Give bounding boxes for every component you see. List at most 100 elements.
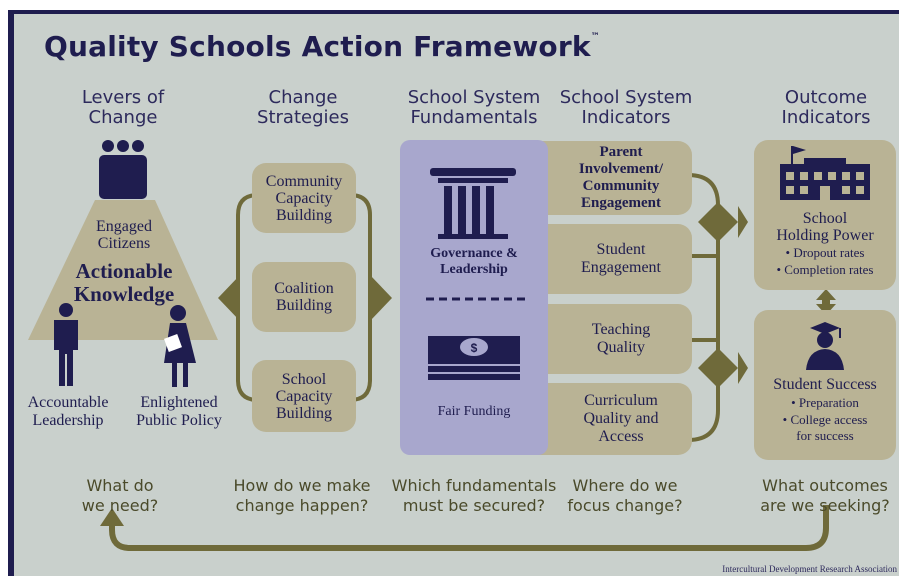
heading-outcomes-line2: Indicators (781, 107, 871, 128)
arrow-tip-lower (738, 352, 748, 384)
indicator-teaching-quality: Teaching Quality (520, 304, 692, 374)
enlightened-line2: Public Policy (136, 412, 222, 429)
strategy-school-capacity: School Capacity Building (252, 360, 356, 432)
question-strategies-line1: How do we make (233, 476, 371, 495)
indicator-parent-involvement: Parent Involvement/ Community Engagement (520, 141, 692, 215)
indicator-1-line2: Involvement/ (578, 161, 664, 177)
enlightened-line1: Enlightened (140, 394, 218, 411)
heading-fundamentals-line1: School System (407, 87, 541, 108)
strategy-3-line2: Capacity (275, 387, 333, 405)
question-levers-line2: we need? (81, 496, 159, 515)
question-levers: What do we need? (60, 476, 180, 516)
levers-trapezoid (28, 200, 218, 340)
governance-line2: Leadership (440, 262, 508, 277)
question-strategies-line2: change happen? (235, 496, 369, 515)
heading-levers-line2: Change (88, 107, 158, 128)
governance-label: Governance & Leadership (400, 246, 548, 278)
heading-indicators-line2: Indicators (581, 107, 671, 128)
indicator-3-line1: Teaching (591, 321, 651, 338)
accountable-leadership-label: Accountable Leadership (18, 394, 118, 430)
indicator-student-engagement: Student Engagement (520, 224, 692, 294)
question-levers-line1: What do (86, 476, 154, 495)
diagram-title: Quality Schools Action Framework™ (44, 30, 600, 63)
heading-strategies-line2: Strategies (257, 107, 349, 128)
strategy-1-line1: Community (265, 172, 343, 190)
fundamentals-icons: $ (426, 168, 526, 380)
title-text: Quality Schools Action Framework (44, 30, 591, 63)
heading-fundamentals: School System Fundamentals (400, 88, 548, 128)
outcome-link-arrow (816, 289, 836, 315)
indicator-1-line4: Engagement (580, 195, 661, 211)
indicator-4-line1: Curriculum (584, 392, 658, 409)
holding-bullet2: • Completion rates (776, 262, 874, 277)
trademark-mark: ™ (590, 32, 600, 42)
holding-line1: School (802, 210, 848, 227)
right-arrow-head (370, 275, 392, 321)
student-success-text: Student Success • Preparation • College … (754, 376, 896, 443)
question-indicators-line1: Where do we (572, 476, 678, 495)
strategy-community-capacity: Community Capacity Building (252, 163, 356, 233)
question-outcomes-line2: are we seeking? (760, 496, 890, 515)
accountable-leader-icon (54, 303, 78, 386)
governance-line1: Governance & (430, 246, 518, 261)
question-fundamentals-line1: Which fundamentals (391, 476, 557, 495)
accountable-line2: Leadership (32, 412, 104, 429)
question-indicators: Where do we focus change? (560, 476, 690, 516)
left-arrow-head (218, 275, 240, 321)
holding-bullet1: • Dropout rates (785, 245, 865, 260)
feedback-arrow-head (100, 508, 124, 526)
strategy-2-line1: Coalition (274, 280, 334, 297)
engaged-line1: Engaged (96, 218, 152, 235)
indicator-2-line2: Engagement (581, 259, 661, 276)
strategy-1-line3: Building (275, 206, 332, 224)
double-arrow-lower (698, 348, 738, 388)
success-title: Student Success (773, 376, 877, 393)
strategy-3-line1: School (281, 370, 327, 388)
heading-fundamentals-line2: Fundamentals (410, 107, 538, 128)
heading-outcomes-line1: Outcome (784, 87, 868, 108)
fair-funding-label: Fair Funding (437, 404, 511, 419)
indicator-curriculum: Curriculum Quality and Access (520, 383, 692, 455)
accountable-line1: Accountable (27, 394, 109, 411)
strategy-1-line2: Capacity (275, 189, 333, 207)
indicator-1-line3: Community (582, 178, 660, 194)
question-indicators-line2: focus change? (567, 496, 683, 515)
success-bullet3: for success (796, 428, 854, 443)
indicator-4-line2: Quality and (583, 410, 659, 427)
holding-line2: Holding Power (776, 227, 874, 244)
svg-text:$: $ (471, 341, 478, 355)
strategy-3-line3: Building (275, 404, 332, 422)
arrow-tip-upper (738, 206, 748, 238)
question-outcomes: What outcomes are we seeking? (752, 476, 898, 516)
holding-power-text: School Holding Power • Dropout rates • C… (754, 210, 896, 278)
heading-levers-line1: Levers of (81, 87, 165, 108)
strategy-coalition: Coalition Building (252, 262, 356, 332)
engaged-citizens-label: Engaged Citizens (82, 218, 166, 252)
indicator-3-line2: Quality (597, 339, 645, 356)
question-fundamentals: Which fundamentals must be secured? (386, 476, 562, 516)
actionable-line1: Actionable (75, 259, 173, 283)
heading-indicators: School System Indicators (556, 88, 696, 128)
organization-credit: Intercultural Development Research Assoc… (722, 564, 897, 574)
indicator-2-line1: Student (596, 241, 646, 258)
indicator-4-line3: Access (598, 428, 644, 445)
indicators-bracket (687, 173, 720, 442)
indicator-1-line1: Parent (599, 144, 643, 160)
question-fundamentals-line2: must be secured? (402, 496, 546, 515)
column-building-icon (430, 168, 516, 239)
policy-maker-icon (164, 305, 196, 387)
double-arrow-upper (698, 202, 738, 242)
heading-outcomes: Outcome Indicators (756, 88, 896, 128)
success-bullet2: • College access (782, 412, 868, 427)
money-stack-icon: $ (428, 336, 520, 380)
people-group-icon (99, 140, 147, 199)
feedback-loop-arrow (109, 505, 829, 551)
enlightened-policy-label: Enlightened Public Policy (124, 394, 234, 430)
heading-strategies: Change Strategies (238, 88, 368, 128)
heading-indicators-line1: School System (559, 87, 693, 108)
success-bullet1: • Preparation (791, 395, 859, 410)
engaged-line2: Citizens (97, 235, 151, 252)
graduate-icon (806, 322, 844, 370)
